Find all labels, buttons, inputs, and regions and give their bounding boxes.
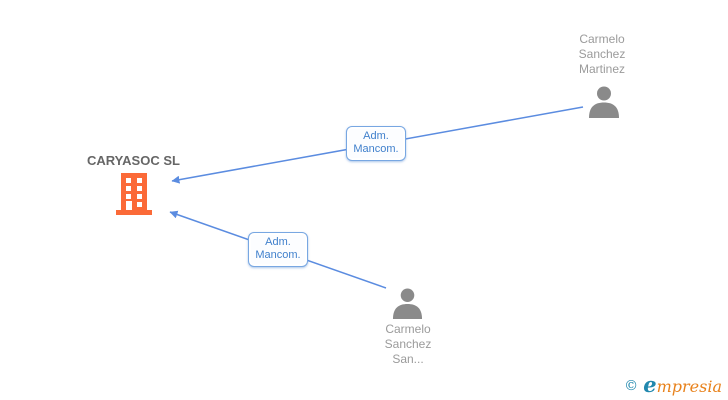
relation-label-line: Adm. xyxy=(363,130,389,142)
person-icon xyxy=(587,86,621,122)
relation-label-line: Mancom. xyxy=(353,143,399,155)
person-node-bottom[interactable] xyxy=(391,288,424,324)
person-name-line: Carmelo xyxy=(385,322,431,336)
relation-label-bottom[interactable]: Adm. Mancom. xyxy=(248,232,308,267)
relation-label-line: Adm. xyxy=(265,236,291,248)
person-name-line: Martinez xyxy=(578,62,625,76)
person-name-bottom[interactable]: Carmelo Sanchez San... xyxy=(363,322,453,367)
relation-label-line: Mancom. xyxy=(255,249,301,261)
person-name-line: Carmelo xyxy=(579,32,625,46)
empresia-watermark: © empresia xyxy=(624,372,722,397)
building-icon xyxy=(116,173,152,219)
person-node-top[interactable] xyxy=(587,86,621,123)
brand-lead-letter: e xyxy=(643,372,657,397)
copyright-icon: © xyxy=(624,378,639,394)
relation-label-top[interactable]: Adm. Mancom. xyxy=(346,126,406,161)
brand-rest: mpresia xyxy=(656,377,722,396)
person-name-line: Sanchez xyxy=(384,337,432,351)
person-name-line: Sanchez xyxy=(578,47,626,61)
company-name-label[interactable]: CARYASOC SL xyxy=(87,153,180,168)
company-node[interactable] xyxy=(116,173,152,220)
person-name-top[interactable]: Carmelo Sanchez Martinez xyxy=(557,32,647,77)
person-icon xyxy=(391,288,424,323)
person-name-line: San... xyxy=(392,352,424,366)
